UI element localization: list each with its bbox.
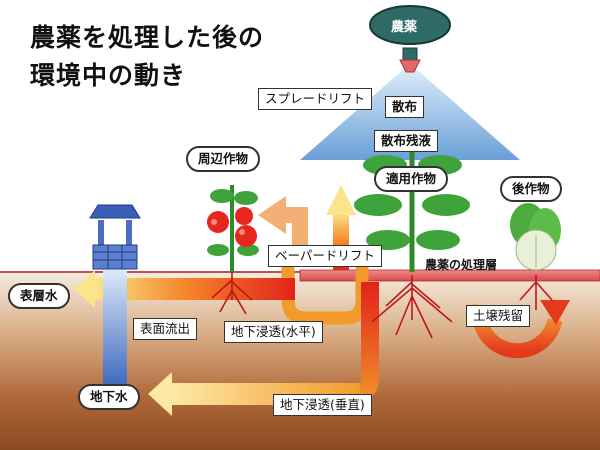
horizontal-leaching-label: 地下浸透(水平) (224, 321, 323, 343)
tomato-plant-icon (207, 185, 259, 272)
spray-drift-label: スプレードリフト (258, 88, 373, 110)
vapor-drift-label: ベーパードリフト (268, 245, 382, 267)
groundwater-label: 地下水 (78, 384, 140, 410)
soil-background (0, 272, 600, 450)
bean-plant-icon (354, 140, 470, 272)
treated-layer-label: 農薬の処理層 (425, 258, 498, 272)
vapor-drift-arrow (258, 185, 356, 270)
target-crop-label: 適用作物 (374, 166, 449, 192)
chinese-cabbage-icon (510, 203, 561, 271)
surface-water-label: 表層水 (8, 283, 70, 309)
pesticide-label: 農薬 (391, 20, 418, 35)
spraying-label: 散布 (385, 96, 425, 118)
treated-layer-band (299, 269, 600, 282)
water-well-icon (89, 204, 141, 270)
soil-residue-label: 土壌残留 (466, 305, 531, 327)
surrounding-crops-label: 周辺作物 (186, 146, 261, 172)
following-crop-label: 後作物 (500, 176, 562, 202)
diagram-title-line-2: 環境中の動き (30, 61, 187, 90)
spray-residue-label: 散布残液 (374, 130, 439, 152)
spray-nozzle-icon (369, 5, 451, 73)
diagram-title-line-1: 農薬を処理した後の (30, 23, 265, 52)
plant-roots (211, 272, 553, 339)
vertical-leaching-label: 地下浸透(垂直) (273, 394, 372, 416)
surface-runoff-label: 表面流出 (133, 318, 198, 340)
